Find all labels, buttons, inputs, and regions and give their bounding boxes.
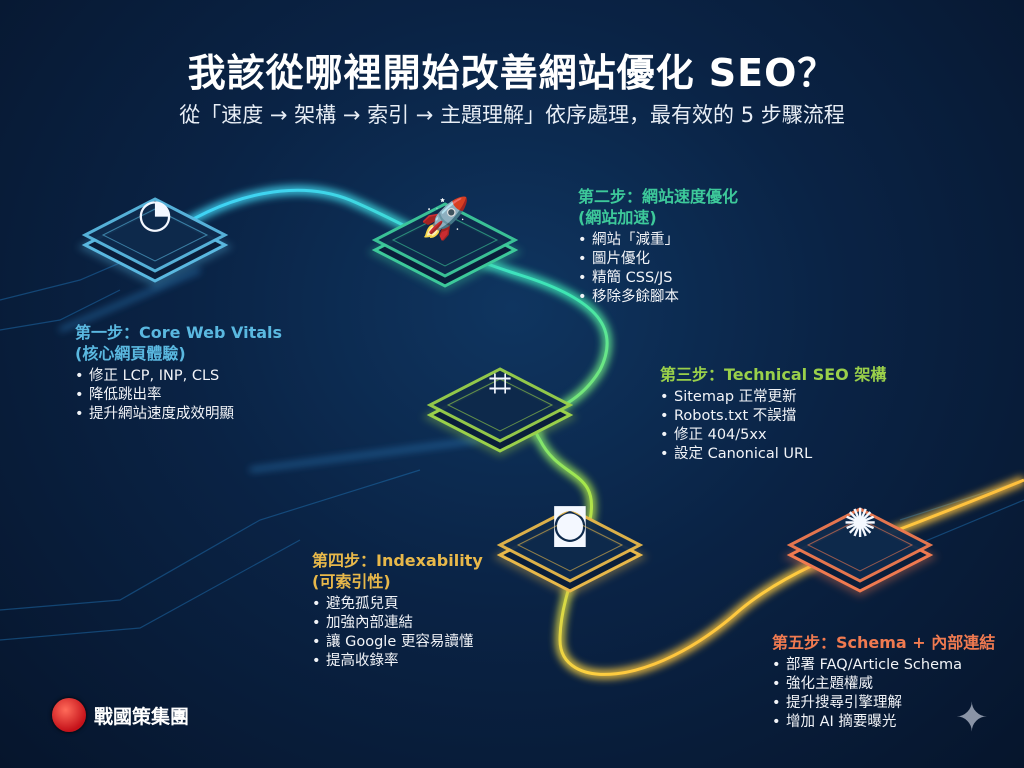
step-4-title: 第四步：Indexability <box>312 551 483 570</box>
page-subtitle: 從「速度 → 架構 → 索引 → 主題理解」依序處理，最有效的 5 步驟流程 <box>179 103 845 127</box>
step-3-item: 修正 404/5xx <box>660 426 886 445</box>
rocket-icon: 🚀 <box>420 195 470 242</box>
step-1-item: 修正 LCP, INP, CLS <box>75 367 282 386</box>
step-1-item: 提升網站速度成效明顯 <box>75 405 282 424</box>
step-2-item: 圖片優化 <box>578 250 738 269</box>
step-5-item: 提升搜尋引擎理解 <box>772 694 995 713</box>
brand-logo: 戰國策集團 <box>52 698 189 732</box>
step-5-card: 第五步：Schema + 內部連結 部署 FAQ/Article Schema強… <box>772 632 995 732</box>
robot-browser-platform: ◙ <box>492 501 648 597</box>
step-2-card: 第二步：網站速度優化 (網站加速) 網站「減重」圖片優化精簡 CSS/JS移除多… <box>578 186 738 307</box>
sparkle-icon: ✦ <box>955 695 989 741</box>
speedometer-platform: ◔ <box>77 191 233 287</box>
step-4-item: 加強內部連結 <box>312 614 483 633</box>
step-1-card: 第一步：Core Web Vitals (核心網頁體驗) 修正 LCP, INP… <box>75 322 282 424</box>
step-4-item: 提高收錄率 <box>312 652 483 671</box>
red-sphere-logo-icon <box>52 698 86 732</box>
step-2-subtitle: (網站加速) <box>578 208 657 227</box>
step-5-item: 強化主題權威 <box>772 675 995 694</box>
step-5-title: 第五步：Schema + 內部連結 <box>772 633 996 652</box>
step-3-item: 設定 Canonical URL <box>660 445 886 464</box>
step-3-title: 第三步：Technical SEO 架構 <box>660 365 887 384</box>
sitemap-blueprint-platform: ⌗ <box>422 361 578 457</box>
robot-browser-icon: ◙ <box>551 501 590 547</box>
step-5-item: 增加 AI 摘要曝光 <box>772 713 995 732</box>
brain-network-platform: ✺ <box>782 501 938 597</box>
step-2-item: 移除多餘腳本 <box>578 288 738 307</box>
step-4-subtitle: (可索引性) <box>312 572 391 591</box>
rocket-platform: 🚀 <box>367 195 523 292</box>
flow-path <box>59 185 1024 679</box>
step-4-item: 讓 Google 更容易讀懂 <box>312 633 483 652</box>
step-2-item: 網站「減重」 <box>578 231 738 250</box>
brand-name: 戰國策集團 <box>94 705 190 728</box>
speedometer-icon: ◔ <box>138 191 173 237</box>
circuit-lines <box>0 249 1024 641</box>
step-3-item: Robots.txt 不誤擋 <box>660 407 886 426</box>
step-3-item: Sitemap 正常更新 <box>660 388 886 407</box>
step-2-item: 精簡 CSS/JS <box>578 269 738 288</box>
step-3-card: 第三步：Technical SEO 架構 Sitemap 正常更新Robots.… <box>660 364 886 464</box>
step-4-item: 避免孤兒頁 <box>312 595 483 614</box>
step-1-item: 降低跳出率 <box>75 386 282 405</box>
brain-network-icon: ✺ <box>843 501 877 547</box>
step-4-card: 第四步：Indexability (可索引性) 避免孤兒頁加強內部連結讓 Goo… <box>312 550 483 671</box>
step-1-subtitle: (核心網頁體驗) <box>75 344 186 363</box>
page-title: 我該從哪裡開始改善網站優化 SEO？ <box>187 51 837 95</box>
sitemap-blueprint-icon: ⌗ <box>489 361 512 407</box>
step-2-title: 第二步：網站速度優化 <box>578 187 739 206</box>
step-5-item: 部署 FAQ/Article Schema <box>772 656 995 675</box>
step-1-title: 第一步：Core Web Vitals <box>75 323 283 342</box>
